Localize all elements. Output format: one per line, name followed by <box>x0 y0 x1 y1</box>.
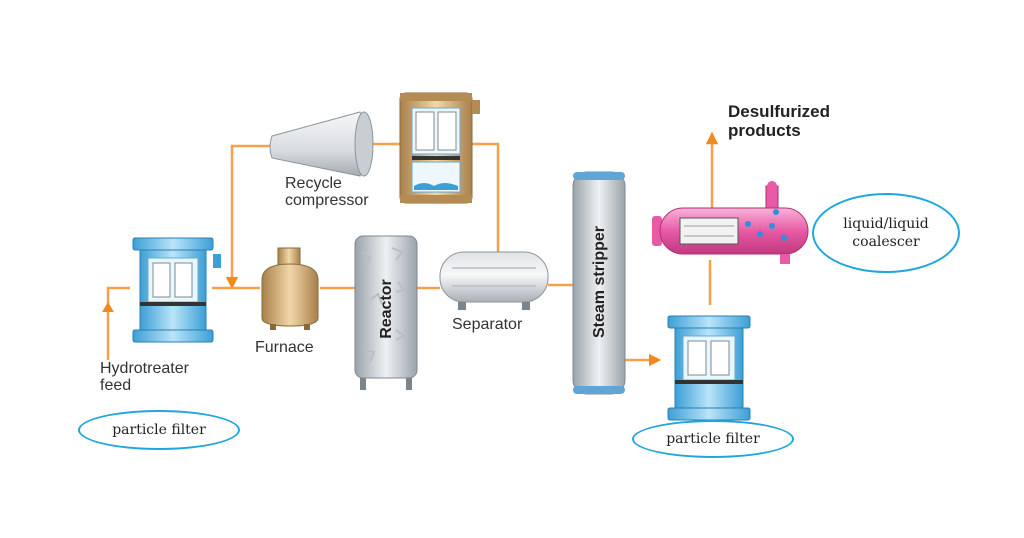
recycle-loop-line <box>225 144 275 290</box>
desulfurized-products-label: Desulfurized products <box>728 102 830 140</box>
right-particle-filter <box>667 315 751 421</box>
recycle-drum-unit <box>399 92 480 204</box>
steam-stripper-label: Steam stripper <box>591 225 608 338</box>
recycle-compressor-label: Recycle compressor <box>285 175 369 209</box>
left-particle-filter <box>132 237 221 343</box>
particle-filter-left-text: particle filter <box>112 422 206 438</box>
recycle-compressor-label-line2: compressor <box>285 192 369 209</box>
particle-filter-right-text: particle filter <box>666 431 760 447</box>
coalescer-text-line1: liquid/liquid <box>843 216 929 232</box>
flow-lines <box>106 131 719 367</box>
coalescer-unit <box>652 181 809 264</box>
furnace-label: Furnace <box>255 339 314 356</box>
particle-filter-left-annotation: particle filter <box>78 410 240 450</box>
coalescer-text-line2: coalescer <box>852 234 920 250</box>
separator-label: Separator <box>452 316 523 333</box>
separator-unit <box>439 251 549 310</box>
recycle-compressor-label-line1: Recycle <box>285 175 342 192</box>
coalescer-annotation: liquid/liquid coalescer <box>812 193 960 273</box>
hydrotreater-feed-line <box>106 286 130 360</box>
desulfurized-products-label-line1: Desulfurized <box>728 102 831 121</box>
recycle-compressor-unit <box>269 111 374 177</box>
reactor-unit <box>354 235 418 390</box>
hydrotreater-feed-label: Hydrotreater feed <box>100 360 189 394</box>
drum-to-separator-line <box>470 142 500 252</box>
reactor-label: Reactor <box>378 279 395 339</box>
particle-filter-right-annotation: particle filter <box>632 420 794 458</box>
hydrotreater-feed-label-line1: Hydrotreater <box>100 360 189 377</box>
feed-arrow <box>102 302 114 312</box>
steam-stripper-unit <box>572 171 626 395</box>
desulfurized-products-label-line2: products <box>728 121 801 140</box>
furnace-unit <box>261 247 319 330</box>
hydrotreater-feed-label-line2: feed <box>100 377 132 394</box>
